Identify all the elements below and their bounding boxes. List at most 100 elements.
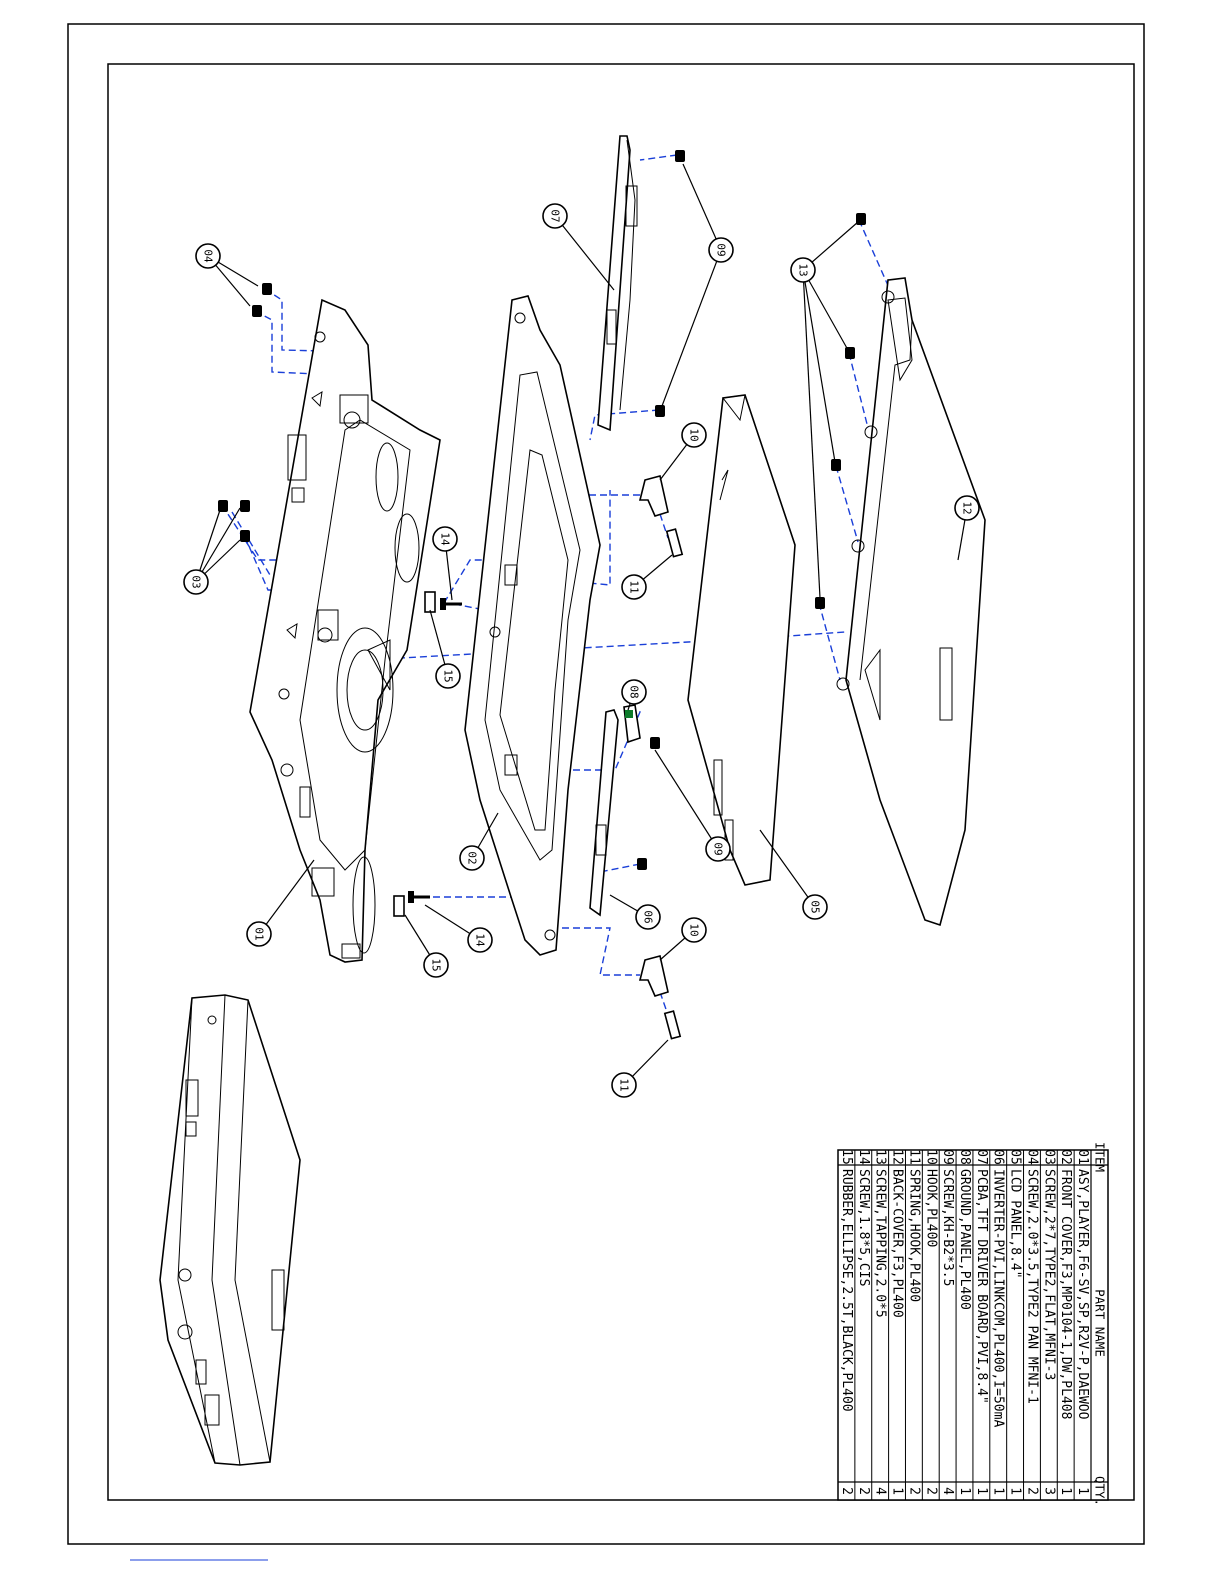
bom-part-name: INVERTER-PVI,LINKCOM,PL400,I=50mA [991, 1169, 1006, 1427]
bom-item-number: 02 [1058, 1149, 1073, 1165]
part-05-lcd-panel [687, 394, 796, 886]
callout-11-lower-label: 11 [618, 1078, 631, 1091]
bom-rows: 01ASY,PLAYER,F6-SV,SP,R2V-P,DAEWOO102FRO… [839, 1149, 1090, 1500]
screws [218, 150, 866, 870]
callout-11-upper [621, 574, 647, 600]
assembled-player-view [159, 994, 301, 1466]
bom-item-number: 01 [1075, 1149, 1090, 1165]
callout-14-lower [467, 927, 493, 953]
callout-09-lower-label: 09 [712, 842, 725, 855]
callout-10-lower [681, 917, 707, 943]
callout-02 [459, 845, 485, 871]
callout-06-label: 06 [642, 910, 655, 923]
bom-item-number: 09 [940, 1149, 955, 1165]
callout-07-label: 07 [549, 209, 562, 222]
bom-part-name: FRONT COVER,F3,MP0104-1,DW,PL408 [1058, 1169, 1073, 1419]
callout-10-upper-label: 10 [688, 428, 701, 441]
bom-item-number: 08 [957, 1149, 972, 1165]
callout-08 [621, 679, 647, 705]
callout-01 [246, 921, 272, 947]
bom-part-name: ASY,PLAYER,F6-SV,SP,R2V-P,DAEWOO [1075, 1169, 1090, 1420]
bom-item-number: 03 [1041, 1149, 1056, 1165]
bom-part-name: RUBBER,ELLIPSE,2.5T,BLACK,PL400 [839, 1169, 854, 1412]
bom-qty: 1 [974, 1487, 989, 1495]
part-10-hook-lower [638, 955, 669, 997]
callout-14-lower-label: 14 [474, 933, 487, 947]
bom-qty: 4 [873, 1487, 888, 1495]
bom-item-number: 06 [991, 1149, 1006, 1165]
part-02-front-cover [464, 295, 601, 956]
bom-part-name: SCREW,TAPPING,2.0*5 [873, 1169, 888, 1318]
callout-15-lower-label: 15 [430, 958, 443, 971]
bom-part-name: SPRING,HOOK,PL400 [906, 1169, 921, 1302]
callout-15-upper-label: 15 [442, 669, 455, 682]
bom-item-number: 07 [974, 1149, 989, 1165]
callout-10-upper [681, 422, 707, 448]
bom-qty: 1 [1008, 1487, 1023, 1495]
bom-qty: 1 [890, 1487, 905, 1495]
callout-09-lower [705, 836, 731, 862]
callout-11-upper-label: 11 [628, 580, 641, 593]
callout-03 [183, 569, 209, 595]
callout-05-label: 05 [809, 900, 822, 913]
part-11-spring-upper [665, 528, 684, 558]
part-12-back-cover [836, 277, 986, 927]
part-15-rubber-upper [424, 591, 436, 613]
part-06-inverter-board [589, 709, 619, 917]
bom-part-name: SCREW,KH-B2*3.5 [940, 1169, 955, 1286]
callout-15-upper [435, 663, 461, 689]
bom-part-name: HOOK,PL400 [923, 1169, 938, 1247]
bom-qty: 2 [1024, 1487, 1039, 1495]
bom-item-number: 10 [923, 1149, 938, 1165]
bom-part-name: BACK-COVER,F3,PL400 [890, 1169, 905, 1318]
callout-15-lower [423, 952, 449, 978]
bom-table: ITEM PART NAME QTY. 01ASY,PLAYER,F6-SV,S… [837, 1142, 1109, 1506]
callout-04-label: 04 [202, 249, 215, 263]
bom-part-name: SCREW,2*7,TYPE2,FLAT,MFNI-3 [1041, 1169, 1056, 1380]
bom-qty: 2 [839, 1487, 854, 1495]
bom-qty: 1 [1075, 1487, 1090, 1495]
bom-item-number: 15 [839, 1149, 854, 1165]
bom-qty: 1 [1058, 1487, 1073, 1495]
bom-item-number: 14 [856, 1149, 871, 1165]
inner-frame [107, 63, 1135, 1501]
callout-05 [802, 894, 828, 920]
callout-07 [542, 203, 568, 229]
part-08-ground-panel [623, 704, 641, 744]
bom-qty: 1 [957, 1487, 972, 1495]
callout-13 [790, 257, 816, 283]
callout-10-lower-label: 10 [688, 923, 701, 936]
bom-qty: 1 [991, 1487, 1006, 1495]
bom-qty: 3 [1041, 1487, 1056, 1495]
bom-header-item: ITEM [1093, 1142, 1108, 1172]
callout-08-label: 08 [628, 685, 641, 698]
callout-14-upper [432, 526, 458, 552]
callouts: 01 02 03 04 05 06 07 08 09 09 10 10 11 1… [183, 163, 980, 1098]
callout-14-upper-label: 14 [439, 532, 452, 546]
bom-qty: 4 [940, 1487, 955, 1495]
part-14-screw-upper [440, 598, 462, 610]
bom-qty: 2 [856, 1487, 871, 1495]
bom-header-qty: QTY. [1093, 1476, 1108, 1506]
callout-01-label: 01 [253, 927, 266, 940]
bom-part-name: LCD PANEL,8.4" [1008, 1169, 1023, 1279]
callout-12-label: 12 [961, 501, 974, 514]
bom-item-number: 12 [890, 1149, 905, 1165]
bom-part-name: PCBA,TFT DRIVER BOARD,PVI,8.4" [974, 1169, 989, 1404]
bom-header-part-name: PART NAME [1093, 1289, 1108, 1357]
part-07-pcba-driver-board [597, 135, 638, 432]
bom-qty: 2 [923, 1487, 938, 1495]
callout-09-upper [708, 237, 734, 263]
callout-09-upper-label: 09 [715, 243, 728, 256]
bom-item-number: 11 [906, 1149, 921, 1165]
bom-item-number: 05 [1008, 1149, 1023, 1165]
callout-11-lower [611, 1072, 637, 1098]
bom-item-number: 04 [1024, 1149, 1039, 1165]
callout-13-label: 13 [797, 263, 810, 276]
part-11-spring-lower [663, 1010, 682, 1040]
callout-03-label: 03 [190, 575, 203, 588]
callout-12 [954, 495, 980, 521]
part-14-screw-lower [408, 891, 430, 903]
bom-qty: 2 [906, 1487, 921, 1495]
part-01-player-body [249, 298, 441, 963]
